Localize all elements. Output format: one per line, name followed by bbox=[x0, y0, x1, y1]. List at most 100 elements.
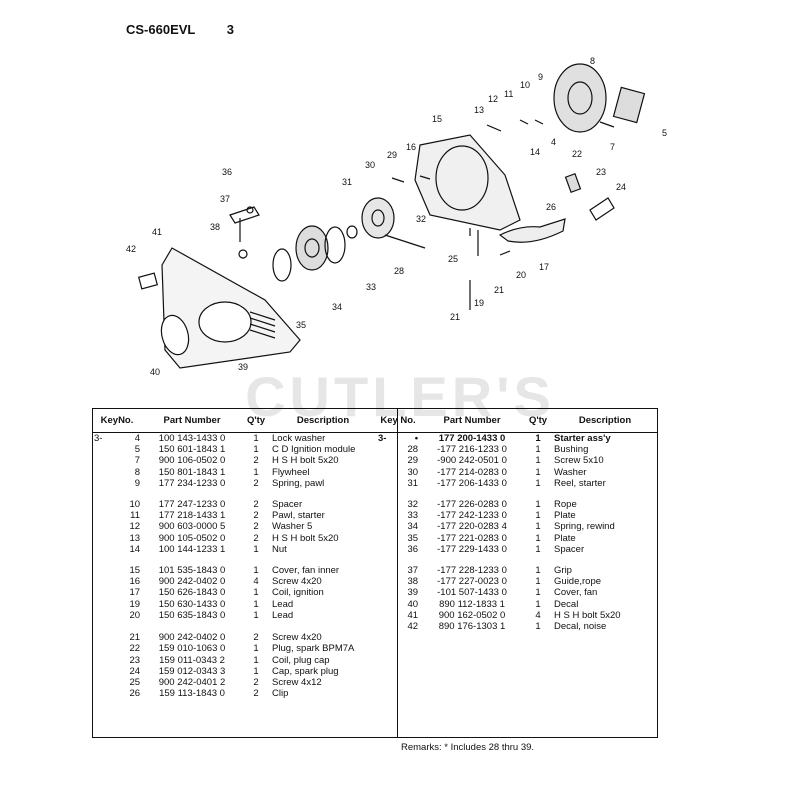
cell-desc: Plate bbox=[554, 510, 576, 522]
cell-group bbox=[92, 533, 110, 544]
cell-qty: 1 bbox=[253, 643, 259, 655]
svg-text:33: 33 bbox=[366, 282, 376, 292]
cell-part: 900 242-0402 0 bbox=[158, 632, 226, 644]
cell-group bbox=[376, 688, 394, 699]
cell-group bbox=[376, 677, 394, 688]
cell-part: -177 229-1433 0 bbox=[437, 543, 507, 555]
cell-group bbox=[92, 489, 110, 499]
svg-text:14: 14 bbox=[530, 147, 540, 157]
cell-part: 150 635-1843 0 bbox=[158, 609, 226, 621]
svg-text:34: 34 bbox=[332, 302, 342, 312]
cell-qty: 1 bbox=[253, 654, 259, 666]
cell-desc: Starter ass'y bbox=[554, 433, 611, 444]
cell-group bbox=[92, 555, 110, 565]
cell-key: 40 bbox=[407, 598, 419, 610]
cell-qty: 1 bbox=[535, 510, 541, 522]
svg-text:9: 9 bbox=[538, 72, 543, 82]
cell-part: -101 507-1433 0 bbox=[437, 587, 507, 599]
parts-table: KeyNo. Part Number Q'ty Description Key … bbox=[92, 408, 659, 699]
cell-key: 23 bbox=[129, 654, 141, 666]
cell-group bbox=[376, 499, 394, 510]
cell-key: 8 bbox=[134, 466, 141, 478]
rope-shape bbox=[384, 234, 426, 249]
cell-group bbox=[376, 489, 394, 499]
cell-group bbox=[92, 576, 110, 587]
cell-desc bbox=[552, 632, 658, 643]
svg-text:19: 19 bbox=[474, 298, 484, 308]
col-header-qty-right: Q'ty bbox=[524, 408, 553, 433]
cell-group bbox=[92, 565, 110, 576]
cell-key: 24 bbox=[129, 665, 141, 677]
cell-part: 159 012-0343 3 bbox=[158, 665, 226, 677]
cell-qty bbox=[524, 666, 552, 677]
cell-part: -177 242-1233 0 bbox=[437, 510, 507, 522]
cell-desc bbox=[270, 489, 376, 499]
cell-desc: Pawl, starter bbox=[272, 510, 325, 522]
table-row bbox=[92, 489, 658, 499]
cell-key: 25 bbox=[129, 677, 141, 689]
cell-group bbox=[376, 666, 394, 677]
cell-desc: Plug, spark BPM7A bbox=[272, 643, 355, 655]
cell-qty: 2 bbox=[253, 455, 259, 467]
cell-qty: 1 bbox=[253, 543, 259, 555]
svg-text:42: 42 bbox=[126, 244, 136, 254]
cell-qty: 1 bbox=[535, 576, 541, 588]
svg-text:21: 21 bbox=[494, 285, 504, 295]
cell-desc: C D Ignition module bbox=[272, 444, 356, 456]
svg-text:39: 39 bbox=[238, 362, 248, 372]
cell-desc: Washer 5 bbox=[272, 521, 313, 533]
cell-qty: 4 bbox=[535, 609, 541, 621]
remarks: Remarks: * Includes 28 thru 39. bbox=[401, 742, 535, 753]
cell-qty bbox=[524, 555, 552, 565]
cell-group bbox=[92, 655, 110, 666]
cell-group bbox=[92, 688, 110, 699]
table-row bbox=[92, 555, 658, 565]
spark-plug-cap-shape bbox=[589, 197, 615, 221]
cell-qty bbox=[242, 555, 270, 565]
cell-key: 12 bbox=[129, 521, 141, 533]
cell-key: 22 bbox=[129, 643, 141, 655]
cell-desc: Reel, starter bbox=[554, 477, 606, 489]
cell-key: 36 bbox=[407, 543, 419, 555]
cell-qty: 1 bbox=[253, 665, 259, 677]
cell-group bbox=[92, 510, 110, 521]
cell-desc: Decal, noise bbox=[554, 621, 607, 633]
cell-part: 900 242-0402 0 bbox=[158, 576, 226, 588]
cell-group bbox=[92, 478, 110, 489]
cell-desc: Washer bbox=[554, 466, 587, 478]
cell-key: 35 bbox=[407, 532, 419, 544]
cell-desc: Nut bbox=[272, 543, 287, 555]
cell-desc bbox=[552, 643, 658, 654]
grip-shape bbox=[229, 206, 260, 242]
cell-part bbox=[420, 489, 524, 499]
cell-group bbox=[92, 521, 110, 532]
cell-desc: Screw 4x12 bbox=[272, 677, 322, 689]
cell-part bbox=[420, 688, 524, 699]
cell-key: 42 bbox=[407, 621, 419, 633]
cell-desc: Guide,rope bbox=[554, 576, 602, 588]
cell-qty: 1 bbox=[535, 466, 541, 478]
cell-desc bbox=[552, 688, 658, 699]
svg-text:7: 7 bbox=[610, 142, 615, 152]
cell-group bbox=[376, 643, 394, 654]
cell-qty bbox=[524, 655, 552, 666]
cell-qty bbox=[524, 677, 552, 688]
cell-desc: H S H bolt 5x20 bbox=[272, 455, 339, 467]
svg-text:12: 12 bbox=[488, 94, 498, 104]
cell-key: 4 bbox=[134, 433, 141, 444]
cell-key: 5 bbox=[134, 444, 141, 456]
svg-text:23: 23 bbox=[596, 167, 606, 177]
plate-shape bbox=[272, 248, 292, 282]
cell-part bbox=[420, 632, 524, 643]
cell-part: 900 242-0401 2 bbox=[158, 677, 226, 689]
svg-text:41: 41 bbox=[152, 227, 162, 237]
cell-qty bbox=[524, 489, 552, 499]
cell-group bbox=[376, 455, 394, 466]
svg-text:28: 28 bbox=[394, 266, 404, 276]
cell-part bbox=[420, 643, 524, 654]
